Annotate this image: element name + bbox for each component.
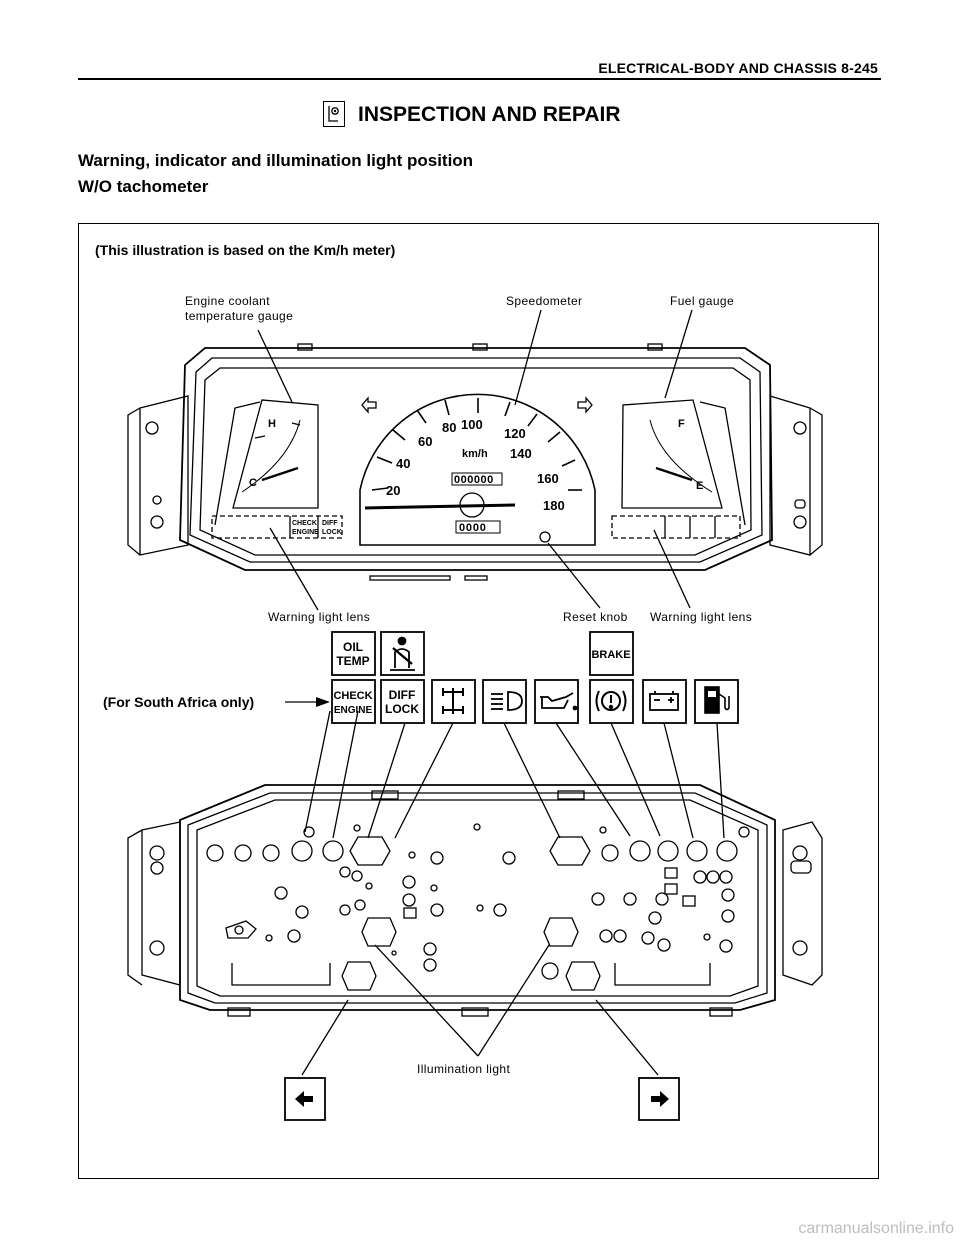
subtitle: Warning, indicator and illumination ligh… — [78, 151, 474, 170]
temp-cold-label: C — [249, 477, 257, 489]
fuel-full-label: F — [678, 418, 685, 430]
callout-temperature-gauge: temperature gauge — [185, 309, 293, 323]
speedo-ticks — [371, 398, 582, 491]
brake-warning-icon — [595, 690, 627, 712]
section-title: INSPECTION AND REPAIR — [358, 103, 621, 126]
header-rule — [78, 78, 881, 80]
lens-diff-text: DIFF — [322, 520, 338, 527]
speed-mark-40: 40 — [396, 456, 410, 471]
page-header: ELECTRICAL-BODY AND CHASSIS 8-245 — [598, 60, 878, 76]
inspection-icon — [323, 101, 345, 127]
oil-temp-label-1: OIL — [343, 640, 363, 654]
check-engine-label-2: ENGINE — [334, 705, 373, 716]
lens-lock-text: LOCK — [322, 529, 342, 536]
speed-mark-180: 180 — [543, 498, 565, 513]
callout-warning-lens-right: Warning light lens — [650, 610, 752, 624]
callout-speedometer: Speedometer — [506, 294, 582, 308]
south-africa-label: (For South Africa only) — [103, 694, 255, 710]
battery-icon — [649, 691, 679, 711]
speed-mark-80: 80 — [442, 420, 456, 435]
callout-illumination-light: Illumination light — [417, 1062, 511, 1076]
fuel-pump-icon — [704, 686, 730, 714]
figure-note: (This illustration is based on the Km/h … — [95, 242, 396, 258]
speed-mark-160: 160 — [537, 471, 559, 486]
temp-hot-label: H — [268, 418, 276, 430]
cluster-rear-view — [127, 701, 823, 1076]
oil-temp-label-2: TEMP — [336, 654, 369, 668]
fuel-empty-label: E — [696, 480, 703, 492]
callout-fuel-gauge: Fuel gauge — [670, 294, 734, 308]
lens-check-text: CHECK — [292, 520, 317, 527]
oil-pressure-icon — [540, 692, 578, 711]
lens-engine-text: ENGINE — [292, 529, 319, 536]
left-arrow-icon — [295, 1091, 313, 1107]
callout-reset-knob: Reset knob — [563, 610, 628, 624]
cluster-front-view — [127, 309, 823, 611]
pointer-arrow — [316, 697, 330, 707]
diff-lock-label-2: LOCK — [385, 702, 419, 716]
speed-mark-60: 60 — [418, 434, 432, 449]
high-beam-icon — [491, 691, 523, 711]
speed-unit: km/h — [462, 448, 488, 460]
check-engine-label-1: CHECK — [333, 690, 372, 702]
right-arrow-icon — [651, 1091, 669, 1107]
four-wheel-drive-icon — [442, 688, 464, 714]
speed-mark-140: 140 — [510, 446, 532, 461]
callout-engine-coolant: Engine coolant — [185, 294, 270, 308]
speed-mark-120: 120 — [504, 426, 526, 441]
odometer: 000000 — [454, 474, 494, 486]
callout-warning-lens-left: Warning light lens — [268, 610, 370, 624]
subtitle-variant: W/O tachometer — [78, 177, 209, 196]
brake-label: BRAKE — [591, 649, 630, 661]
diff-lock-label-1: DIFF — [389, 688, 416, 702]
speed-mark-100: 100 — [461, 417, 483, 432]
seatbelt-icon — [390, 636, 415, 671]
figure-frame — [78, 223, 879, 1179]
watermark[interactable]: carmanualsonline.info — [798, 1220, 954, 1237]
speed-mark-20: 20 — [386, 483, 400, 498]
trip-meter: 0000 — [459, 522, 487, 534]
